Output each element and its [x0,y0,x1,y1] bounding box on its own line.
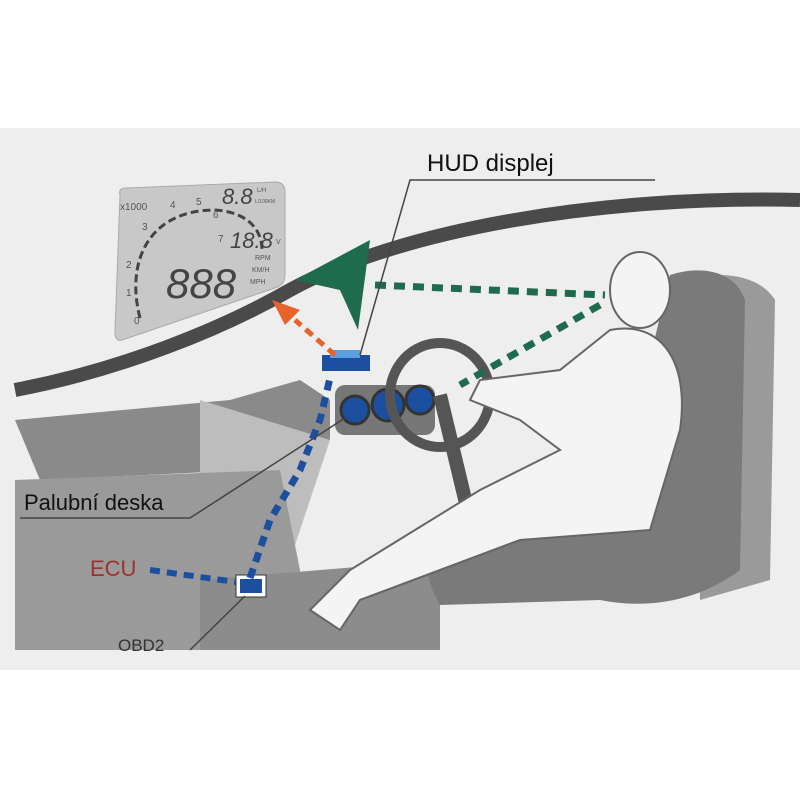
unit-rpm: RPM [255,255,271,262]
voltage-readout: 18.8 [230,228,274,253]
tachometer-arc [134,208,264,319]
unit-l100km: L/100KM [255,199,275,205]
tick-label: 6 [213,210,219,221]
dashboard-label: Palubní deska [24,490,164,515]
driver-head [609,251,671,329]
projection-line [293,318,337,357]
obd2-leader-line [189,595,246,651]
hud-display-label: HUD displej [427,150,554,177]
sight-line-upper [374,281,606,299]
dashboard-leader-line [20,417,346,519]
hud-leader-line [359,179,655,356]
fuel-readout: 8.8 [222,184,253,209]
tick-label: 5 [196,197,202,208]
gauge [339,394,371,426]
hud-device [322,355,370,371]
hud-screen-inset: x1000 0 1 2 3 4 5 6 7 8.8 L/H L/100KM 18… [114,181,286,341]
multiplier-label: x1000 [120,202,148,213]
tick-label: 3 [142,222,148,233]
unit-mph: MPH [250,279,266,286]
tick-label: 1 [126,288,132,299]
gauge [404,384,436,416]
obd2-label: OBD2 [118,636,165,655]
tick-label: 2 [126,260,132,271]
hud-device-screen [330,350,360,358]
tick-label: 4 [170,200,176,211]
tick-label: 0 [134,316,140,327]
unit-kmh: KM/H [252,267,270,274]
unit-lh: L/H [257,188,266,194]
tick-label: 7 [218,234,224,245]
unit-v: V [276,239,281,246]
reflection-arrow [295,240,370,330]
signal-cable [246,377,334,580]
sight-line-lower [458,301,602,389]
driver-body [308,327,683,632]
projection-arrowhead [272,300,300,325]
obd2-connector [240,579,262,593]
ecu-label: ECU [90,556,137,581]
speed-readout: 888 [166,260,237,307]
ecu-link [149,567,237,585]
